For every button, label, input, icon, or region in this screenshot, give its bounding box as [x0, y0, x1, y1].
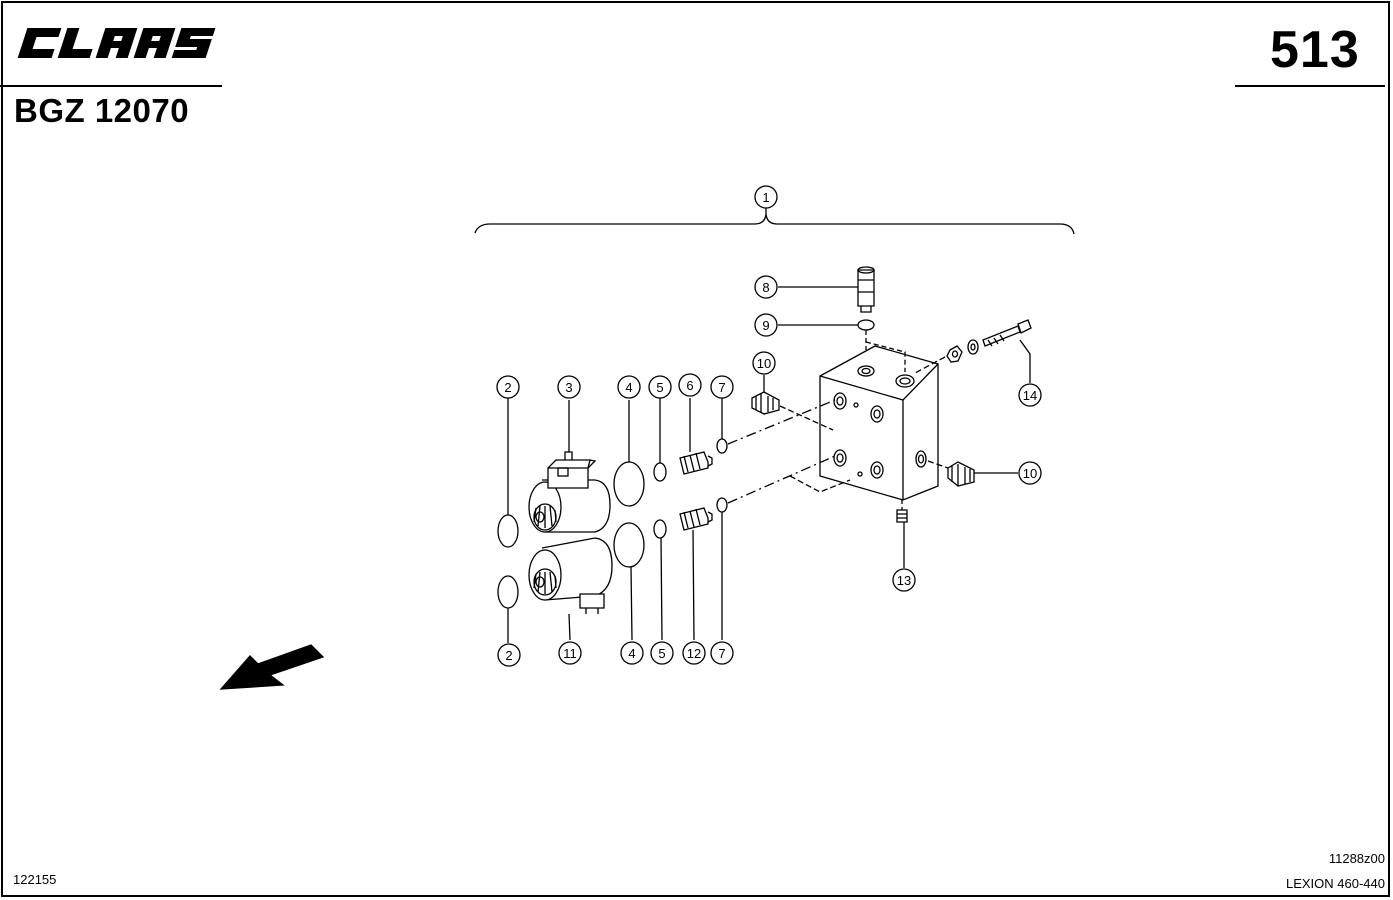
callout-2-lower: 2	[505, 648, 512, 663]
coil-oring-lower	[497, 575, 519, 609]
callout-1: 1	[762, 190, 769, 205]
callout-12: 12	[687, 646, 701, 661]
lower-solenoid-coil	[528, 537, 613, 614]
valve-block	[789, 345, 939, 501]
callout-4-lower: 4	[628, 646, 635, 661]
coil-oring-upper	[497, 514, 519, 548]
header-rule-left	[0, 85, 222, 87]
small-ring-lower	[653, 519, 667, 539]
callout-4-upper: 4	[625, 380, 632, 395]
bottom-plug	[896, 500, 908, 523]
bolt-assembly	[914, 319, 1032, 374]
callout-10-upper: 10	[757, 356, 771, 371]
upper-union-fitting	[751, 391, 834, 431]
callout-9: 9	[762, 318, 769, 333]
seal-ring-upper	[716, 438, 728, 454]
group-code: BGZ 12070	[14, 92, 190, 129]
header-rule-right	[1235, 85, 1385, 87]
assembly-brace	[474, 213, 1075, 235]
callout-6: 6	[686, 378, 693, 393]
top-oring	[857, 319, 875, 331]
top-fitting	[857, 266, 875, 313]
document-id: 122155	[13, 872, 57, 887]
callout-8: 8	[762, 280, 769, 295]
claas-logo	[17, 28, 216, 58]
small-ring-upper	[653, 462, 667, 482]
callout-10-lower: 10	[1023, 466, 1037, 481]
callout-11: 11	[563, 646, 577, 661]
lower-valve-cartridge	[679, 507, 713, 531]
callout-7-upper: 7	[718, 380, 725, 395]
lower-union-fitting	[927, 460, 975, 487]
upper-valve-cartridge	[679, 451, 713, 475]
drawing-id: 11288z00	[1328, 851, 1385, 866]
large-oring-upper	[613, 461, 645, 507]
callout-2-upper: 2	[504, 380, 511, 395]
callout-13: 13	[897, 573, 911, 588]
callout-5-upper: 5	[656, 380, 663, 395]
direction-arrow	[219, 644, 325, 690]
upper-solenoid-coil	[528, 451, 611, 533]
callout-3: 3	[565, 380, 572, 395]
callout-5-lower: 5	[658, 646, 665, 661]
large-oring-lower	[613, 522, 645, 568]
callout-7-lower: 7	[718, 646, 725, 661]
callout-14: 14	[1023, 388, 1037, 403]
seal-ring-lower	[716, 497, 728, 513]
machine-model: LEXION 460-440	[1285, 876, 1385, 891]
page-number: 513	[1270, 21, 1360, 79]
